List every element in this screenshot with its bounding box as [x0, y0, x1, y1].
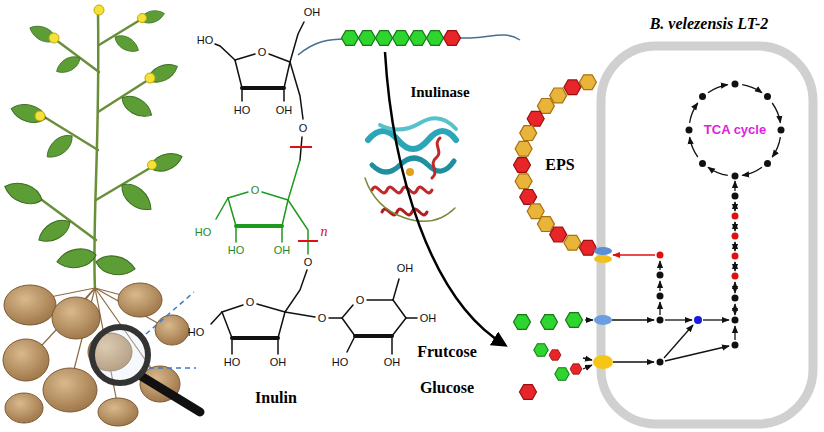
pathway-dots — [657, 193, 739, 366]
repeat-index: n — [321, 224, 328, 239]
atom-label: OH — [397, 262, 414, 274]
atom-label: OH — [420, 312, 437, 324]
atom-label: HO — [197, 34, 214, 46]
atom-label: HO — [332, 356, 349, 368]
plant — [42, 12, 150, 290]
tubers — [3, 283, 189, 426]
atom-label: OH — [384, 356, 401, 368]
sugar-label: Frutcose — [417, 343, 477, 361]
cycle-node: TCA cycle — [702, 122, 768, 139]
eps-chain — [514, 75, 597, 255]
atom-label: O — [356, 294, 365, 306]
atom-label: O — [318, 312, 327, 324]
free-sugars — [514, 313, 583, 400]
leaves — [2, 8, 185, 278]
atom-label: OH — [276, 104, 293, 116]
tca-cycle — [686, 81, 785, 180]
node-title: B. velezensis LT-2 — [598, 6, 820, 33]
inulinase-protein — [365, 118, 456, 221]
atom-label: HO — [228, 244, 245, 256]
atom-label: HO — [234, 104, 251, 116]
atom-label: O — [258, 46, 267, 58]
product-label: EPS — [545, 156, 574, 174]
atom-label: OH — [304, 6, 321, 18]
atom-label: O — [304, 256, 313, 268]
repeat-brackets — [290, 147, 318, 241]
polymer-label: Inulin — [255, 389, 297, 407]
atom-label: HO — [195, 226, 212, 238]
sugar-label: Glucose — [420, 379, 474, 397]
flowers — [35, 5, 157, 170]
hydrolysis-arrow — [385, 52, 505, 345]
cell-wall — [601, 46, 813, 424]
atom-label: O — [299, 122, 308, 134]
atom-label: O — [246, 296, 255, 308]
pathway — [583, 181, 735, 369]
atom-label: OH — [270, 356, 287, 368]
cell-node: B. velezensis LT-2TCA cycle — [598, 6, 820, 430]
transporters — [593, 247, 613, 369]
atom-label: HO — [188, 326, 205, 338]
atom-label: OH — [274, 244, 291, 256]
fructan-chain — [298, 31, 520, 55]
atom-label: HO — [224, 356, 241, 368]
atom-label: O — [251, 184, 260, 196]
node-title: TCA cycle — [702, 122, 768, 139]
enzyme-label: Inulinase — [410, 84, 469, 101]
magnifier — [92, 327, 200, 412]
repeat-unit-bonds — [216, 160, 308, 254]
